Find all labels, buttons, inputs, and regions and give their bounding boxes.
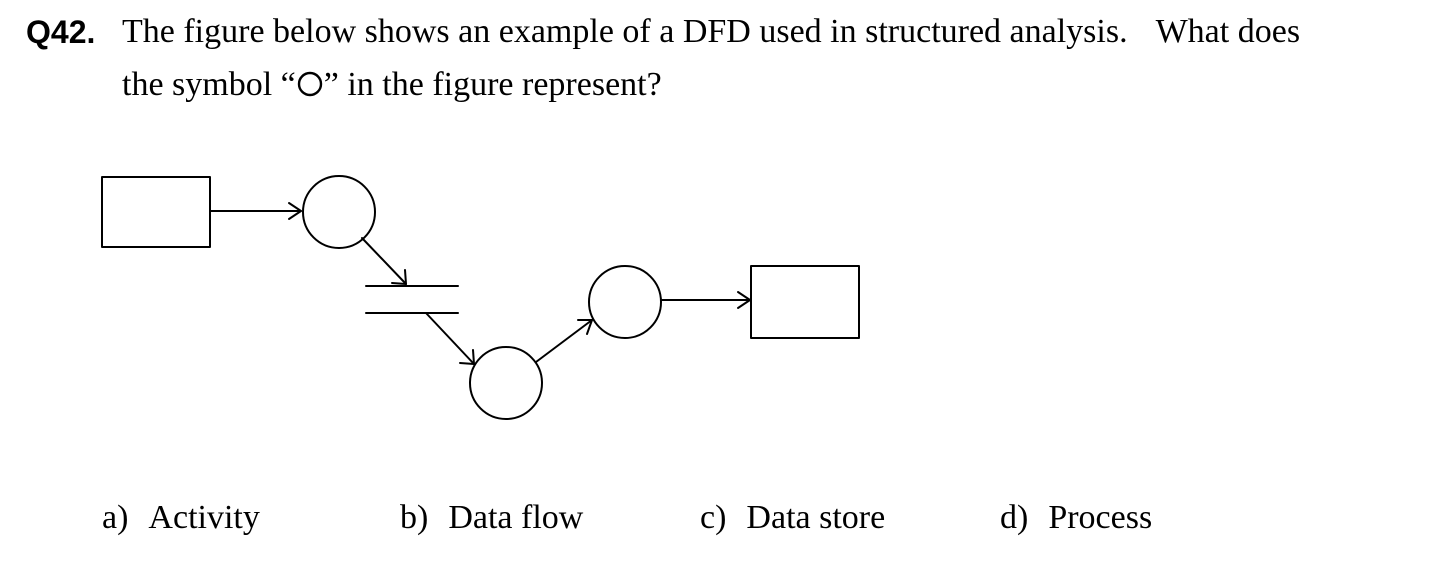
- data-flow-arrow-2: [361, 237, 407, 285]
- process-circle-3: [588, 265, 662, 339]
- option-b-letter: b): [400, 499, 429, 536]
- question-number: Q42.: [26, 14, 96, 50]
- option-b[interactable]: b) Data flow: [400, 496, 583, 540]
- question-text-symbol-suffix: ” in the figure represent?: [323, 66, 662, 103]
- data-flow-arrow-1: [209, 202, 302, 220]
- data-flow-arrow-5: [660, 291, 751, 309]
- data-store: [365, 285, 459, 314]
- option-c[interactable]: c) Data store: [700, 496, 885, 540]
- option-b-text: Data flow: [448, 499, 584, 536]
- question-text-followup: What does: [1155, 13, 1301, 50]
- external-entity-right: [750, 265, 860, 339]
- option-a-letter: a): [102, 499, 129, 536]
- option-d-text: Process: [1048, 499, 1153, 536]
- external-entity-left: [101, 176, 211, 248]
- option-d[interactable]: d) Process: [1000, 496, 1152, 540]
- option-d-letter: d): [1000, 499, 1029, 536]
- option-c-letter: c): [700, 499, 727, 536]
- process-circle-1: [302, 175, 376, 249]
- option-c-text: Data store: [746, 499, 886, 536]
- question-text-main: The figure below shows an example of a D…: [122, 13, 1128, 50]
- process-circle-2: [469, 346, 543, 420]
- question-text-line2: the symbol “ ” in the figure represent?: [122, 63, 1422, 107]
- data-flow-arrow-4: [535, 319, 593, 363]
- data-flow-arrow-3: [425, 312, 475, 365]
- option-a[interactable]: a) Activity: [102, 496, 260, 540]
- option-a-text: Activity: [148, 499, 260, 536]
- circle-symbol-icon: [297, 72, 322, 97]
- question-text-symbol-prefix: the symbol “: [122, 66, 296, 103]
- question-text-line1: The figure below shows an example of a D…: [122, 10, 1422, 54]
